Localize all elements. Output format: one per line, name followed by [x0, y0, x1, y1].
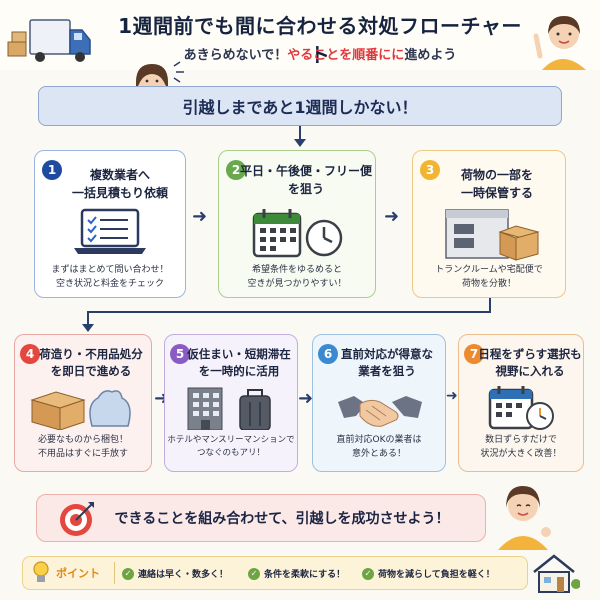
check-icon: ✓ — [122, 567, 134, 580]
step-desc-line: 状況が大きく改善！ — [480, 448, 562, 459]
point-text: 条件を柔軟にする！ — [264, 570, 346, 580]
arrow-down-icon — [294, 126, 306, 147]
woman-cheering-icon — [498, 486, 551, 550]
deadline-banner: 引越しまであと1週間しかない！ — [38, 86, 562, 126]
step-title-line: 一時保管する — [460, 186, 533, 200]
connector-arrow-icon — [82, 298, 491, 332]
box-bag-icon — [30, 390, 131, 430]
step-number: 4 — [20, 344, 40, 364]
step-title-line: 直前対応が得意な — [341, 347, 433, 361]
check-icon: ✓ — [362, 567, 374, 580]
step-title-line: 業者を狙う — [358, 364, 416, 379]
step-desc-line: まずはまとめて問い合わせ！ — [51, 265, 169, 275]
point-item: ✓ 連絡は早く・数多く！ — [122, 567, 228, 580]
calendar-shift-icon — [488, 386, 554, 430]
target-icon — [60, 502, 94, 536]
point-item: ✓ 条件を柔軟にする！ — [248, 567, 345, 580]
point-item: ✓ 荷物を減らして負担を軽く！ — [362, 567, 495, 580]
step-desc-line: 不用品はすぐに手放す — [37, 448, 128, 459]
step-number: 3 — [420, 160, 440, 180]
step-number: 1 — [42, 160, 62, 180]
step-title: 仮住まい・短期滞在 を一時的に活用 — [180, 346, 298, 381]
step-desc-line: 必要なものから梱包！ — [37, 435, 128, 445]
step-title-line: 複数業者へ — [89, 168, 150, 182]
point-text: 連絡は早く・数多く！ — [138, 570, 229, 580]
step-title-line: 仮住まい・短期滞在 — [187, 347, 291, 361]
step-title-line: 一括見積もり依頼 — [71, 186, 168, 200]
arrow-right-icon: ➜ — [298, 388, 314, 409]
step-title-line: を一時的に活用 — [198, 364, 280, 379]
step-desc-line: 空きが見つかりやすい！ — [247, 278, 347, 289]
step-title: 直前対応が得意な 業者を狙う — [330, 346, 444, 381]
goal-text: できることを組み合わせて、引越しを成功させよう！ — [114, 511, 450, 527]
subtitle-emphasis: やることを順番に — [287, 48, 392, 63]
lightbulb-icon — [33, 561, 49, 582]
storage-box-icon — [445, 209, 540, 261]
subtitle-suffix: 進めよう — [404, 48, 457, 63]
step-title-line: 荷物の一部を — [460, 168, 533, 182]
arrow-right-icon: ➜ — [446, 388, 458, 404]
step-title: 荷物の一部を 一時保管する — [428, 166, 566, 202]
step-desc-line: 希望条件をゆるめると — [251, 265, 342, 275]
step-number: 5 — [170, 344, 190, 364]
step-description: まずはまとめて問い合わせ！ 空き状況と料金をチェック — [38, 264, 182, 292]
goal-callout — [36, 494, 486, 542]
step-desc-line: 荷物を分散！ — [461, 278, 516, 289]
points-bar — [22, 556, 528, 590]
step-title: 平日・午後便・フリー便 を狙う — [240, 162, 372, 198]
points-label: ポイント — [56, 567, 100, 580]
step-description: 希望条件をゆるめると 空きが見つかりやすい！ — [222, 264, 372, 292]
step-desc-line: 数日ずらすだけで — [485, 435, 557, 445]
step-desc-line: トランクルームや宅配便で — [435, 265, 543, 275]
calendar-clock-icon — [252, 209, 343, 258]
handshake-icon — [338, 396, 422, 427]
step-title-line: 平日・午後便・フリー便 — [240, 164, 373, 178]
arrow-right-icon: ➜ — [192, 206, 208, 227]
step-description: 直前対応OKの業者は 意外とある！ — [314, 434, 444, 462]
hotel-suitcase-icon — [187, 387, 271, 430]
step-title-line: を即日で進める — [50, 364, 132, 379]
step-desc-line: 直前対応OKの業者は — [336, 435, 422, 445]
subtitle-prefix: あきらめないで！ — [183, 48, 288, 63]
woman-pointing-icon — [533, 16, 586, 70]
step-title: 荷造り・不用品処分 を即日で進める — [30, 346, 152, 381]
page-subtitle: あきらめないで！やることを順番にに進めよう — [110, 44, 530, 63]
moving-truck-icon — [7, 19, 91, 62]
step-desc-line: ホテルやマンスリーマンションで — [167, 435, 295, 445]
step-description: 必要なものから梱包！ 不用品はすぐに手放す — [16, 434, 150, 462]
step-description: 数日ずらすだけで 状況が大きく改善！ — [460, 434, 582, 462]
page-title: 1週間前でも間に合わせる対処フローチャート — [118, 14, 522, 67]
points-divider — [114, 562, 115, 584]
step-title-line: 視野に入れる — [495, 364, 565, 379]
step-title-line: を狙う — [287, 182, 324, 196]
header — [0, 0, 600, 70]
step-desc-line: 空き状況と料金をチェック — [55, 278, 164, 289]
step-description: ホテルやマンスリーマンションで つなぐのもアリ！ — [166, 434, 296, 460]
step-number: 7 — [464, 344, 484, 364]
step-number: 2 — [226, 160, 246, 180]
step-title-line: 荷造り・不用品処分 — [39, 347, 143, 361]
step-desc-line: 意外とある！ — [351, 448, 406, 459]
step-number: 6 — [318, 344, 338, 364]
house-icon — [533, 554, 580, 593]
point-text: 荷物を減らして負担を軽く！ — [378, 570, 495, 580]
step-desc-line: つなぐのもアリ！ — [196, 448, 265, 459]
step-description: トランクルームや宅配便で 荷物を分散！ — [416, 264, 562, 292]
arrow-right-icon: ➜ — [384, 206, 400, 227]
check-icon: ✓ — [248, 567, 260, 580]
step-title: 複数業者へ 一括見積もり依頼 — [50, 166, 190, 202]
subtitle-particle: に — [391, 48, 405, 63]
step-title-line: 日程をずらす選択も — [478, 347, 582, 361]
laptop-checklist-icon — [74, 208, 146, 254]
step-title: 日程をずらす選択も 視野に入れる — [476, 346, 584, 381]
